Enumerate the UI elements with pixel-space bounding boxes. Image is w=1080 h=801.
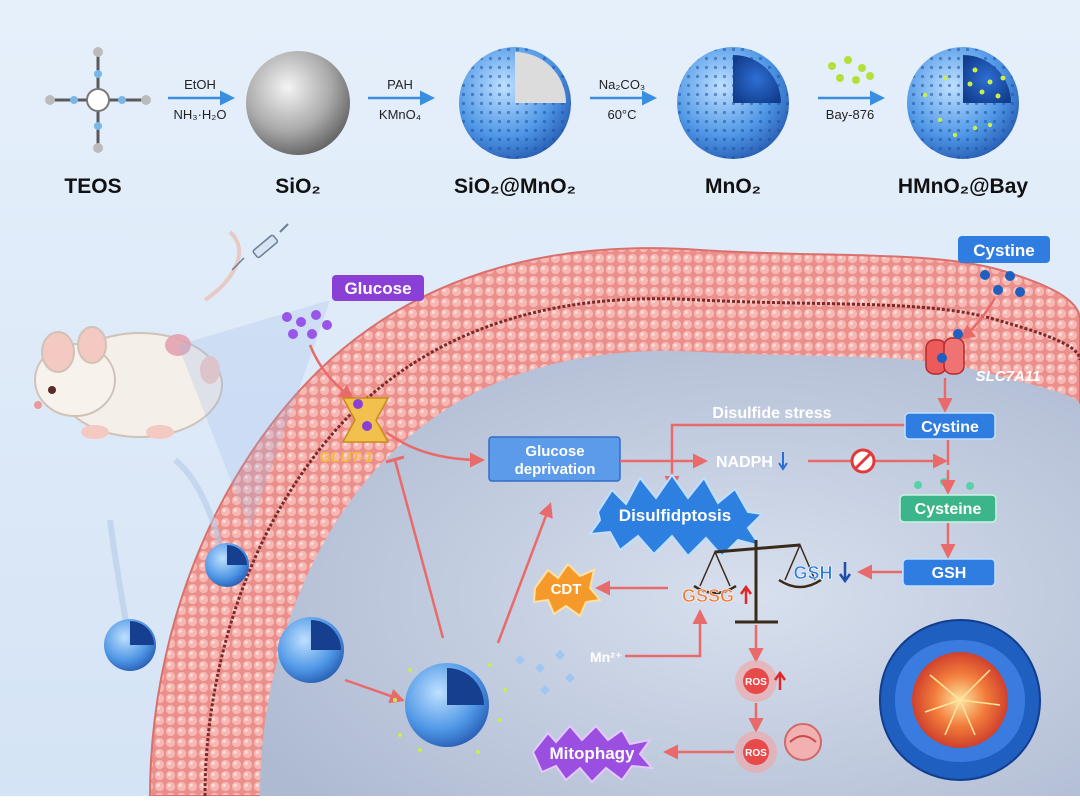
inhibit-bar-glut1 bbox=[385, 455, 405, 464]
reagent-etoh: EtOH bbox=[184, 77, 216, 92]
gssg-up-icon bbox=[739, 584, 753, 604]
injection-beam bbox=[178, 300, 330, 530]
gsh-down-icon bbox=[838, 562, 852, 584]
nanoparticle-small-1 bbox=[173, 457, 249, 587]
inhibit-line-glut1 bbox=[393, 459, 445, 639]
step-label-sio2: SiO₂ bbox=[275, 175, 321, 198]
balance-scale-icon bbox=[693, 540, 822, 624]
silica-sphere bbox=[246, 51, 350, 155]
nanoparticle-small-3 bbox=[278, 617, 344, 683]
glucose-deprivation-line2: deprivation bbox=[515, 461, 596, 478]
glut1-transporter-icon bbox=[341, 397, 390, 443]
step-label-sio2-mno2: SiO₂@MnO₂ bbox=[454, 175, 576, 198]
reagent-ammonia: NH₃·H₂O bbox=[174, 107, 227, 122]
hollow-mno2-sphere bbox=[677, 47, 789, 159]
reagent-temperature: 60°C bbox=[607, 107, 636, 122]
glucose-label: Glucose bbox=[344, 279, 411, 298]
arrow-mn2-to-gssg bbox=[625, 609, 708, 658]
gsh-label: GSH bbox=[932, 565, 967, 582]
reagent-kmno4: KMnO₄ bbox=[379, 107, 421, 122]
cystine-outside-badge: Cystine bbox=[958, 236, 1050, 263]
ros-burst-1: ROS bbox=[735, 660, 777, 702]
reagent-pah: PAH bbox=[387, 77, 413, 92]
slc7a11-label: SLC7A11 bbox=[976, 368, 1041, 385]
arrow-cystine-uptake bbox=[959, 297, 997, 340]
cdt-burst: CDT bbox=[532, 562, 602, 618]
teos-molecule-icon bbox=[45, 47, 151, 153]
glucose-deprivation-box: Glucose deprivation bbox=[488, 436, 621, 482]
arrow-np-entry bbox=[344, 678, 405, 704]
cystine-inside-label: Cystine bbox=[921, 419, 979, 436]
step-label-teos: TEOS bbox=[64, 175, 121, 198]
cysteine-label: Cysteine bbox=[915, 501, 982, 518]
degrading-nanoparticle bbox=[393, 650, 575, 754]
hmno2-bay-sphere bbox=[907, 47, 1019, 159]
ros-burst-2: ROS bbox=[735, 731, 777, 773]
membrane-inner-line bbox=[203, 297, 1080, 797]
damaged-mitochondrion-icon bbox=[784, 723, 822, 761]
inhibit-icon bbox=[850, 448, 876, 474]
glucose-molecules-icon bbox=[282, 310, 332, 339]
nadph-down-icon bbox=[778, 452, 788, 471]
cdt-label: CDT bbox=[551, 581, 582, 598]
disulfide-stress-label: Disulfide stress bbox=[712, 405, 831, 422]
mouse-icon bbox=[34, 230, 242, 439]
cystine-inside-box: Cystine bbox=[904, 412, 996, 440]
syringe-icon bbox=[231, 223, 289, 271]
slc7a11-transporter-icon bbox=[925, 329, 965, 375]
glucose-deprivation-line1: Glucose bbox=[525, 443, 584, 460]
glut1-label: GLUT-1 bbox=[319, 449, 372, 466]
step-label-hmno2-bay: HMnO₂@Bay bbox=[898, 175, 1028, 198]
arrow-glut1-to-deprivation bbox=[385, 430, 485, 468]
gssg-label: GSSG bbox=[682, 586, 734, 606]
arrow-glucose-in bbox=[308, 344, 355, 400]
bay876-dots-icon bbox=[828, 56, 874, 84]
glucose-badge: Glucose bbox=[332, 275, 424, 301]
gsh-balance-label: GSH bbox=[793, 563, 832, 583]
mn2-label: Mn²⁺ bbox=[590, 649, 622, 665]
reagent-bay876: Bay-876 bbox=[826, 107, 874, 122]
nanoparticle-small-2 bbox=[104, 519, 156, 671]
mitophagy-label: Mitophagy bbox=[550, 744, 636, 763]
reagent-na2co3: Na₂CO₃ bbox=[599, 77, 645, 92]
gsh-box: GSH bbox=[902, 558, 996, 587]
ros-label-1: ROS bbox=[745, 677, 767, 688]
nadph-label: NADPH bbox=[716, 454, 773, 471]
cystine-molecules-icon bbox=[980, 270, 1025, 297]
silica-mno2-sphere bbox=[459, 47, 571, 159]
synthesis-row: TEOS EtOH NH₃·H₂O SiO₂ PAH KMnO₄ SiO₂@Mn… bbox=[45, 47, 1028, 198]
mitophagy-burst: Mitophagy bbox=[531, 724, 655, 784]
disulfidptosis-burst: Disulfidptosis bbox=[587, 473, 765, 558]
organelle-cross-section-icon bbox=[878, 618, 1042, 782]
ros-label-2: ROS bbox=[745, 748, 767, 759]
arrow-np-to-deprivation bbox=[496, 502, 553, 644]
cysteine-box: Cysteine bbox=[899, 494, 997, 523]
step-label-mno2: MnO₂ bbox=[705, 175, 761, 198]
disulfidptosis-label: Disulfidptosis bbox=[619, 506, 731, 525]
arrow-disulfide-stress bbox=[664, 423, 905, 491]
ros-up-icon bbox=[773, 670, 787, 690]
cystine-outside-label: Cystine bbox=[973, 241, 1034, 260]
